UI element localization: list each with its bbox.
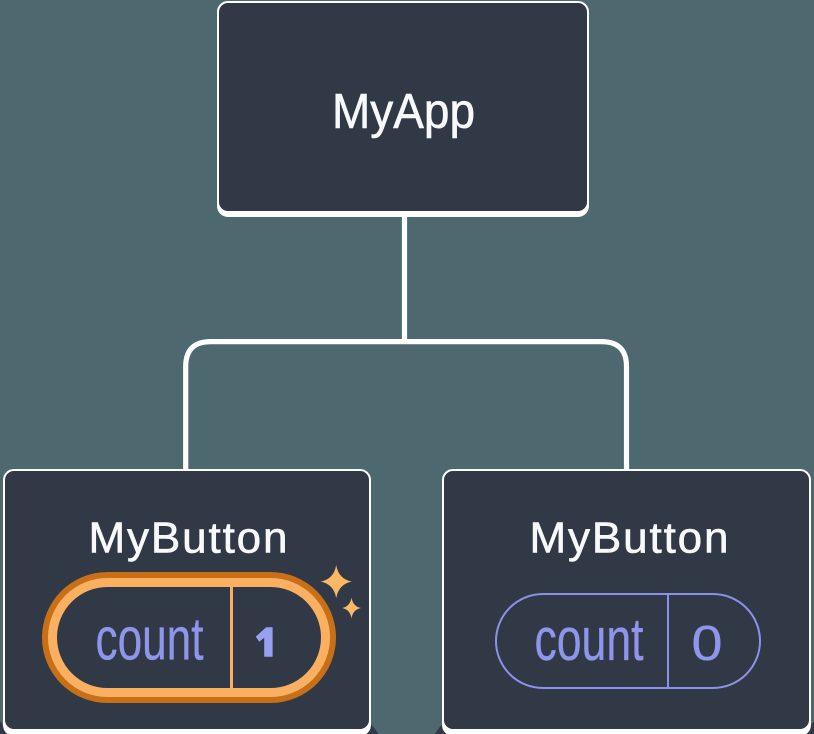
svg-text:count: count <box>535 606 644 673</box>
svg-text:MyButton: MyButton <box>530 514 729 563</box>
svg-text:count: count <box>96 606 204 673</box>
svg-text:0: 0 <box>692 617 723 671</box>
svg-text:MyButton: MyButton <box>89 514 288 563</box>
svg-text:MyApp: MyApp <box>332 84 475 139</box>
